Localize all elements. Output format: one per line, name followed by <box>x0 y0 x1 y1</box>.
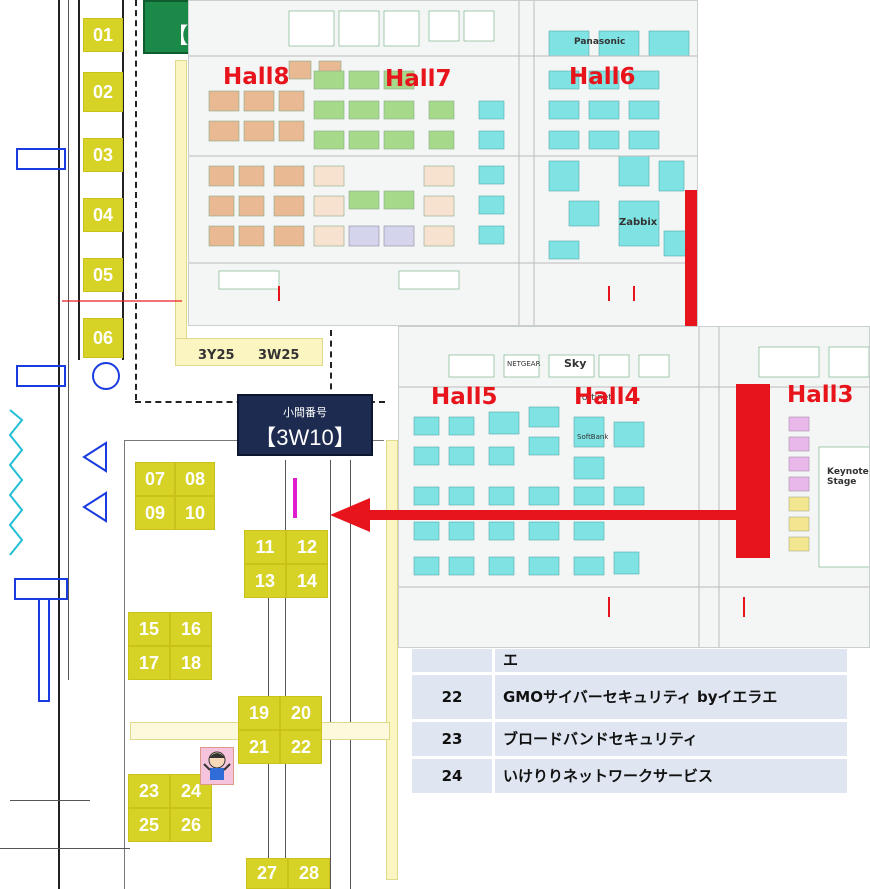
booth-09[interactable]: 09 <box>135 496 175 530</box>
exhibitor-list: 21 エ 22 GMOサイバーセキュリティ byイエラエ 23 ブロードバンドセ… <box>409 646 850 796</box>
hall-label-3: Hall3 <box>787 382 854 408</box>
triangle-marker <box>82 441 107 473</box>
booth-23[interactable]: 23 <box>128 774 170 808</box>
badge-caption: 小間番号 <box>283 406 327 419</box>
booth-08[interactable]: 08 <box>175 462 215 496</box>
visitor-avatar-icon <box>200 747 234 785</box>
hall-label-6: Hall6 <box>569 64 636 90</box>
booth-03[interactable]: 03 <box>83 138 123 172</box>
list-item-number: 22 <box>412 675 492 719</box>
booth-label-zabbix: Zabbix <box>619 217 658 228</box>
booth-20[interactable]: 20 <box>280 696 322 730</box>
booth-label-panasonic: Panasonic <box>574 37 626 47</box>
booth-19[interactable]: 19 <box>238 696 280 730</box>
booth-21[interactable]: 21 <box>238 730 280 764</box>
booth-label-keynote: Keynote Stage <box>827 467 869 487</box>
row-label-right: 3W25 <box>258 348 300 363</box>
hall-label-7: Hall7 <box>385 66 452 92</box>
booth-label-netgear: NETGEAR <box>507 360 541 368</box>
booth-25[interactable]: 25 <box>128 808 170 842</box>
list-item: 22 GMOサイバーセキュリティ byイエラエ <box>412 675 847 719</box>
list-item-name: GMOサイバーセキュリティ byイエラエ <box>495 675 847 719</box>
fixture-outline <box>16 365 66 387</box>
hall-label-8: Hall8 <box>223 64 290 90</box>
booth-13[interactable]: 13 <box>244 564 286 598</box>
booth-label-softbank: SoftBank <box>577 433 609 441</box>
list-item: 24 いけりりネットワークサービス <box>412 759 847 793</box>
fixture-outline <box>38 598 50 702</box>
triangle-marker <box>82 491 107 523</box>
squiggle-marker <box>8 409 24 556</box>
booth-06[interactable]: 06 <box>83 318 123 358</box>
booth-02[interactable]: 02 <box>83 72 123 112</box>
circle-marker <box>92 362 120 390</box>
list-item-number: 23 <box>412 722 492 756</box>
booth-18[interactable]: 18 <box>170 646 212 680</box>
booth-26[interactable]: 26 <box>170 808 212 842</box>
booth-code-badge-middle: 小間番号 【3W10】 <box>237 394 373 456</box>
booth-11[interactable]: 11 <box>244 530 286 564</box>
booth-label-sky: Sky <box>564 357 587 370</box>
list-item: 21 エ <box>412 649 847 672</box>
booth-07[interactable]: 07 <box>135 462 175 496</box>
highlight-bar <box>685 190 697 326</box>
fixture-outline <box>14 578 68 600</box>
booth-10[interactable]: 10 <box>175 496 215 530</box>
list-item-number: 21 <box>412 649 492 672</box>
booth-16[interactable]: 16 <box>170 612 212 646</box>
hall-label-4: Hall4 <box>574 384 641 410</box>
list-item-name: エ <box>495 649 847 672</box>
booth-12[interactable]: 12 <box>286 530 328 564</box>
booth-14[interactable]: 14 <box>286 564 328 598</box>
boundary-line <box>62 300 182 302</box>
booth-28[interactable]: 28 <box>288 858 330 889</box>
list-item: 23 ブロードバンドセキュリティ <box>412 722 847 756</box>
fixture-outline <box>16 148 66 170</box>
booth-17[interactable]: 17 <box>128 646 170 680</box>
hall-label-5: Hall5 <box>431 384 498 410</box>
row-label-left: 3Y25 <box>198 348 235 363</box>
booth-label-fortinet: Fortinet <box>577 393 612 403</box>
booth-04[interactable]: 04 <box>83 198 123 232</box>
booth-15[interactable]: 15 <box>128 612 170 646</box>
direction-arrow <box>330 498 770 532</box>
badge-code: 【3W10】 <box>254 425 356 450</box>
list-item-name: ブロードバンドセキュリティ <box>495 722 847 756</box>
entrance-marker <box>293 478 297 518</box>
booth-01[interactable]: 01 <box>83 18 123 52</box>
list-item-name: いけりりネットワークサービス <box>495 759 847 793</box>
floor-map-upper: Panasonic Zabbix <box>188 0 698 326</box>
booth-22[interactable]: 22 <box>280 730 322 764</box>
booth-05[interactable]: 05 <box>83 258 123 292</box>
floor-map-lower: Sky NETGEAR Fortinet SoftBank Keynote St… <box>398 326 870 648</box>
highlight-bar <box>736 384 770 558</box>
booth-27[interactable]: 27 <box>246 858 288 889</box>
list-item-number: 24 <box>412 759 492 793</box>
